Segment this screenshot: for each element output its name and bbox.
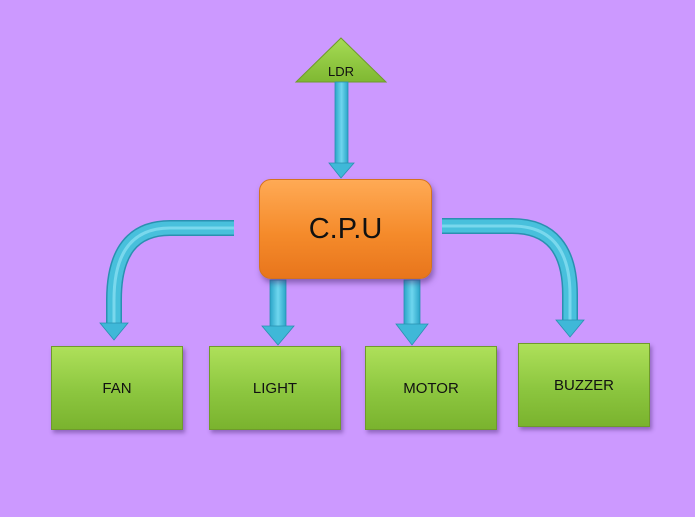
arrow-cpu-to-buzzer <box>442 218 585 338</box>
cpu-label: C.P.U <box>308 212 383 245</box>
light-box: LIGHT <box>209 346 341 430</box>
buzzer-label: BUZZER <box>554 376 614 394</box>
fan-label: FAN <box>102 379 132 397</box>
arrow-cpu-to-light <box>261 279 295 346</box>
motor-box: MOTOR <box>365 346 497 430</box>
arrow-cpu-to-fan <box>99 220 234 341</box>
cpu-box: C.P.U <box>259 179 432 279</box>
motor-label: MOTOR <box>403 379 459 397</box>
buzzer-box: BUZZER <box>518 343 650 427</box>
light-label: LIGHT <box>252 379 298 397</box>
ldr-label: LDR <box>327 64 354 79</box>
arrow-ldr-to-cpu <box>328 81 355 179</box>
fan-box: FAN <box>51 346 183 430</box>
arrow-cpu-to-motor <box>395 279 429 346</box>
